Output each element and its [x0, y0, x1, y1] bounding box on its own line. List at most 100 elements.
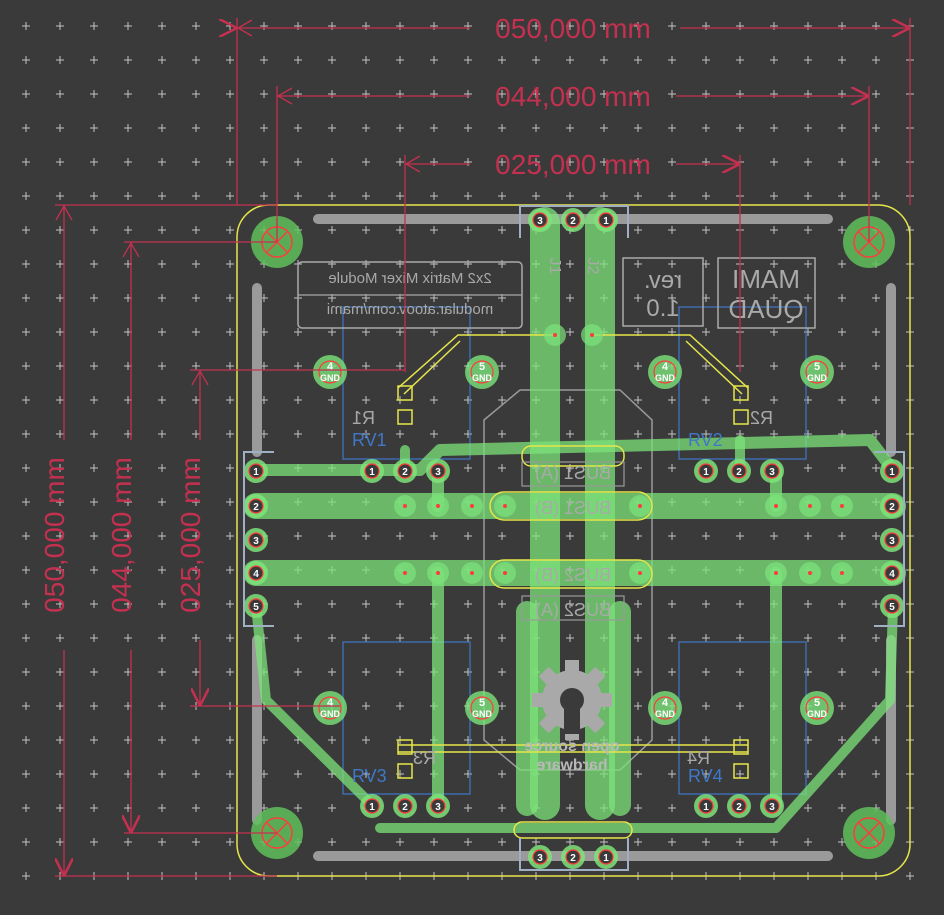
bus1a-label: BUS1 (A) [535, 463, 611, 483]
pin-pad: 3 [528, 208, 552, 232]
pin-number: 2 [736, 802, 742, 813]
pad-net: GND [472, 373, 493, 383]
dim-height-inner: 044,000 mm [106, 457, 137, 613]
bus2a-label: BUS2 (A) [535, 600, 611, 620]
brand-line1: MAMI [732, 264, 800, 294]
oshw-logo: open source hardware [524, 660, 620, 774]
pin-number: 1 [603, 853, 609, 864]
pad-number: 4 [327, 361, 334, 373]
module-title-box: 2x2 Matrix Mixer Module modular.atoov.co… [297, 261, 523, 329]
pin-pad: 2 [880, 494, 904, 518]
pin-number: 2 [889, 502, 895, 513]
pad-number: 4 [662, 697, 669, 709]
pin-pad: 3 [760, 459, 784, 483]
dimension-texts: 050,000 mm 044,000 mm 025,000 mm 050,000… [39, 13, 651, 613]
pin-number: 2 [570, 216, 576, 227]
pad-number: 5 [479, 697, 485, 709]
brand-box: MAMI QUAD [717, 257, 816, 329]
pin-number: 1 [603, 216, 609, 227]
via [799, 495, 821, 517]
pin-number: 3 [253, 536, 259, 547]
pin-pad: 2 [244, 494, 268, 518]
revision-box: rev. 1.0 [622, 257, 704, 327]
via [581, 324, 603, 346]
via [394, 562, 416, 584]
via [427, 495, 449, 517]
pin-pad: 3 [244, 528, 268, 552]
pin-pad: 1 [244, 459, 268, 483]
via [765, 495, 787, 517]
designators: RV1 RV2 RV3 RV4 R1 R2 R3 R4 [352, 408, 773, 786]
dimension-lines [55, 18, 911, 877]
pad-number: 5 [814, 361, 820, 373]
via [765, 562, 787, 584]
pad-net: GND [807, 373, 828, 383]
rv3-label: RV3 [352, 766, 387, 786]
pin-number: 2 [570, 853, 576, 864]
dim-height-pot: 025,000 mm [175, 457, 206, 613]
via [831, 562, 853, 584]
resistor-traces [397, 334, 749, 839]
pad-net: GND [655, 373, 676, 383]
pin-number: 1 [703, 467, 709, 478]
pin-pad: 5 [244, 594, 268, 618]
via [461, 562, 483, 584]
pin-pad: 1 [594, 208, 618, 232]
r2-label: R2 [750, 408, 773, 428]
r4-label: R4 [687, 748, 710, 768]
pin-pad: 3 [760, 794, 784, 818]
via [461, 495, 483, 517]
via [494, 495, 516, 517]
pin-number: 4 [253, 569, 259, 580]
pin-number: 1 [889, 467, 895, 478]
oshw-line2: hardware [536, 757, 607, 774]
pin-number: 3 [435, 467, 441, 478]
bus-labels: BUS1 (A) BUS1 (B) BUS2 (B) BUS2 (A) [535, 463, 611, 620]
rv4-label: RV4 [688, 766, 723, 786]
pin-pad: 5 [880, 594, 904, 618]
pin-pad: 2 [727, 794, 751, 818]
bus-label-frames [521, 461, 625, 621]
dim-width-inner: 044,000 mm [495, 81, 651, 112]
dim-height-outer: 050,000 mm [39, 457, 70, 613]
pad-number: 5 [479, 361, 485, 373]
module-title: 2x2 Matrix Mixer Module [328, 270, 491, 287]
pin-number: 3 [889, 536, 895, 547]
j1-label: J1 [546, 258, 563, 275]
pin-pad: 3 [528, 845, 552, 869]
pad-net: GND [472, 709, 493, 719]
pad-number: 4 [327, 697, 334, 709]
pin-pad: 1 [694, 459, 718, 483]
pin-pad: 3 [426, 459, 450, 483]
pin-pad: 1 [594, 845, 618, 869]
pad-net: GND [320, 373, 341, 383]
pin-pad: 2 [393, 459, 417, 483]
via [629, 495, 651, 517]
via [427, 562, 449, 584]
pin-number: 3 [769, 802, 775, 813]
rev-line2: 1.0 [646, 295, 679, 322]
r3-label: R3 [413, 748, 436, 768]
pin-pad: 2 [727, 459, 751, 483]
pin-pad: 3 [426, 794, 450, 818]
r1-label: R1 [352, 408, 375, 428]
oshw-line1: open source [524, 738, 619, 755]
via [799, 562, 821, 584]
pad-net: GND [807, 709, 828, 719]
pin-pad: 1 [360, 459, 384, 483]
pin-number: 2 [253, 502, 259, 513]
bus1b-label: BUS1 (B) [535, 498, 611, 518]
pin-number: 4 [889, 569, 895, 580]
rv2-label: RV2 [688, 430, 723, 450]
pin-number: 1 [369, 802, 375, 813]
rv1-label: RV1 [352, 430, 387, 450]
brand-line2: QUAD [728, 294, 803, 324]
header-frames [243, 205, 905, 871]
